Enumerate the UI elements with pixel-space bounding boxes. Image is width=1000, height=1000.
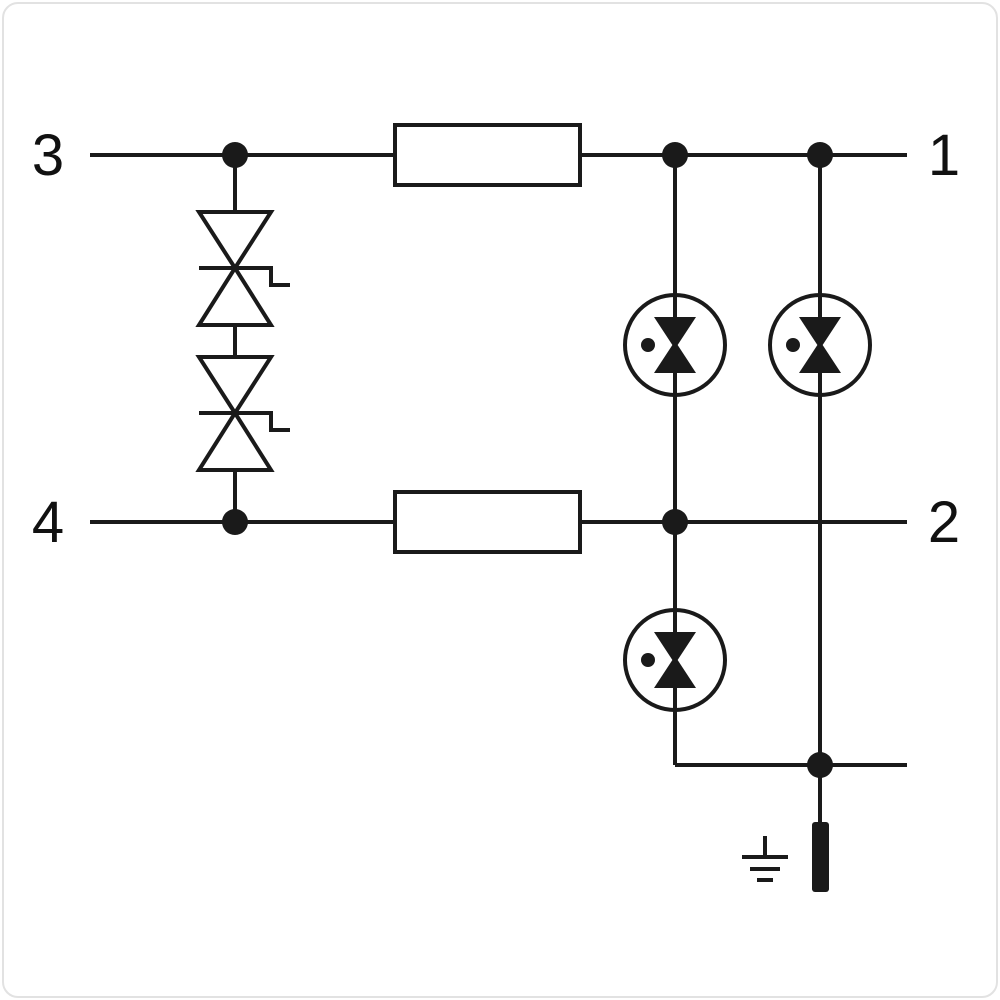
diode-triangle-down	[195, 355, 275, 417]
diode-triangle-up	[195, 264, 275, 327]
terminal-label-3: 3	[32, 123, 64, 188]
gdt-arrow-down	[654, 632, 696, 664]
diode-triangle-up	[195, 409, 275, 472]
junction-dot	[222, 142, 248, 168]
diode-cathode-bar	[199, 266, 290, 287]
junction-dot	[222, 509, 248, 535]
terminal-label-4: 4	[32, 490, 64, 555]
junction-dots	[222, 142, 833, 778]
diode-triangle-down	[195, 210, 275, 272]
terminal-label-1: 1	[928, 123, 960, 188]
gdt-arrow-up	[654, 656, 696, 688]
gdt-arrow-down	[654, 317, 696, 349]
junction-dot	[807, 752, 833, 778]
gdt-arrow-up	[654, 341, 696, 373]
gas-discharge-tube-2-symbol	[768, 293, 872, 397]
gdt-gas-dot	[641, 338, 655, 352]
junction-dot	[662, 142, 688, 168]
junction-dot	[807, 142, 833, 168]
junction-dot	[662, 509, 688, 535]
gdt-arrow-up	[799, 341, 841, 373]
gdt-arrow-down	[799, 317, 841, 349]
terminal-label-2: 2	[928, 490, 960, 555]
earth-ground-symbol	[742, 836, 788, 882]
resistor-bottom-symbol	[393, 490, 582, 554]
suppressor-diode-2-symbol	[195, 355, 290, 472]
gdt-gas-dot	[786, 338, 800, 352]
gas-discharge-tube-1-symbol	[623, 293, 727, 397]
diode-cathode-bar	[199, 411, 290, 432]
wires	[90, 153, 907, 823]
suppressor-diode-1-symbol	[195, 210, 290, 327]
pe-terminal-bar	[812, 822, 829, 892]
resistor-top-symbol	[393, 123, 582, 187]
gdt-gas-dot	[641, 653, 655, 667]
gas-discharge-tube-3-symbol	[623, 608, 727, 712]
